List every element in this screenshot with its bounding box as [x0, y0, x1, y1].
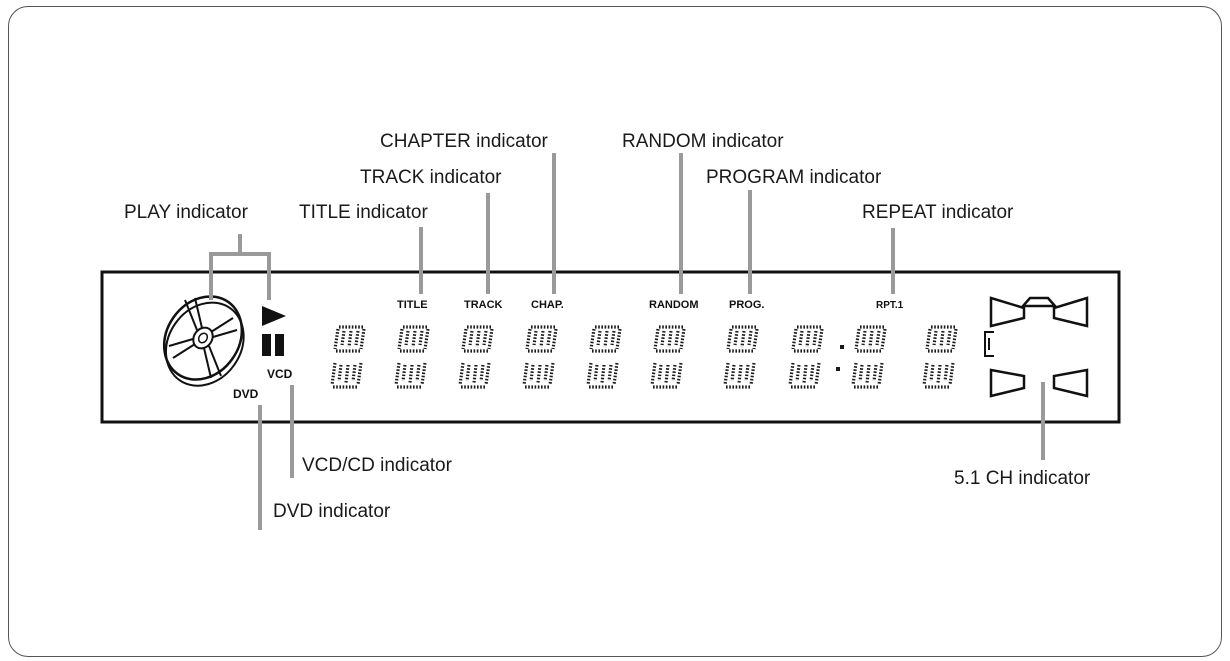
digit-row — [330, 325, 958, 389]
chap-panel-label: CHAP. — [531, 299, 564, 311]
vcd-cd-callout: VCD/CD indicator — [302, 455, 453, 476]
dvd-callout: DVD indicator — [273, 501, 391, 522]
display-panel — [100, 270, 1121, 424]
speaker-icon — [989, 296, 1089, 398]
track-panel-label: TRACK — [464, 299, 503, 311]
bracket-icon — [984, 331, 994, 357]
colon-dot — [836, 367, 840, 371]
title-panel-label: TITLE — [397, 299, 428, 311]
vcd-label: VCD — [267, 367, 293, 381]
dvd-label: DVD — [233, 387, 259, 401]
ch51-callout: 5.1 CH indicator — [954, 468, 1091, 489]
repeat-callout: REPEAT indicator — [862, 202, 1014, 223]
random-callout: RANDOM indicator — [622, 131, 784, 152]
chapter-callout: CHAPTER indicator — [380, 131, 549, 152]
prog-panel-label: PROG. — [729, 299, 764, 311]
program-callout: PROGRAM indicator — [706, 167, 882, 188]
random-panel-label: RANDOM — [649, 299, 699, 311]
play-callout: PLAY indicator — [124, 202, 249, 223]
leader-lines — [209, 153, 1045, 530]
play-icon — [262, 306, 286, 326]
rpt-panel-label: RPT.1 — [876, 300, 904, 311]
colon-dot — [840, 345, 844, 349]
title-callout: TITLE indicator — [299, 202, 428, 223]
diagram-frame — [8, 6, 1222, 657]
disc-icon — [162, 295, 245, 387]
track-callout: TRACK indicator — [360, 167, 502, 188]
pause-icon — [262, 334, 284, 356]
